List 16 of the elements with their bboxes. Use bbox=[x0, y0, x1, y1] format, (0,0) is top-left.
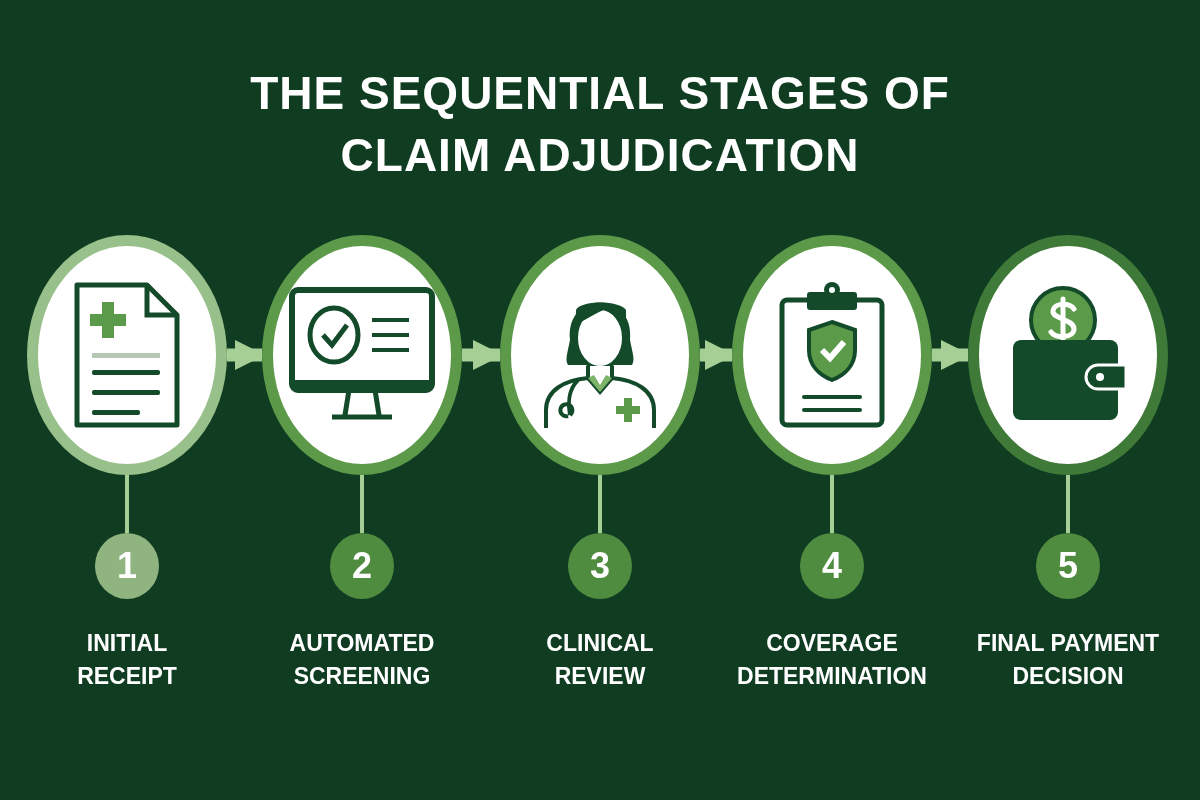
connector-line bbox=[360, 475, 364, 533]
connector-line bbox=[830, 475, 834, 533]
step-number: 3 bbox=[568, 533, 632, 599]
step-number: 2 bbox=[330, 533, 394, 599]
connector-line bbox=[125, 475, 129, 533]
step-label: COVERAGE DETERMINATION bbox=[736, 629, 928, 691]
step-number: 1 bbox=[95, 533, 159, 599]
step-label: INITIAL RECEIPT bbox=[76, 629, 178, 691]
connector-line bbox=[598, 475, 602, 533]
step-label: FINAL PAYMENT DECISION bbox=[975, 629, 1161, 691]
step-number: 4 bbox=[800, 533, 864, 599]
step-label: CLINICAL REVIEW bbox=[545, 629, 655, 691]
step-label: AUTOMATED SCREENING bbox=[288, 629, 436, 691]
step-number: 5 bbox=[1036, 533, 1100, 599]
connector-line bbox=[1066, 475, 1070, 533]
title: THE SEQUENTIAL STAGES OF CLAIM ADJUDICATION bbox=[249, 66, 951, 183]
